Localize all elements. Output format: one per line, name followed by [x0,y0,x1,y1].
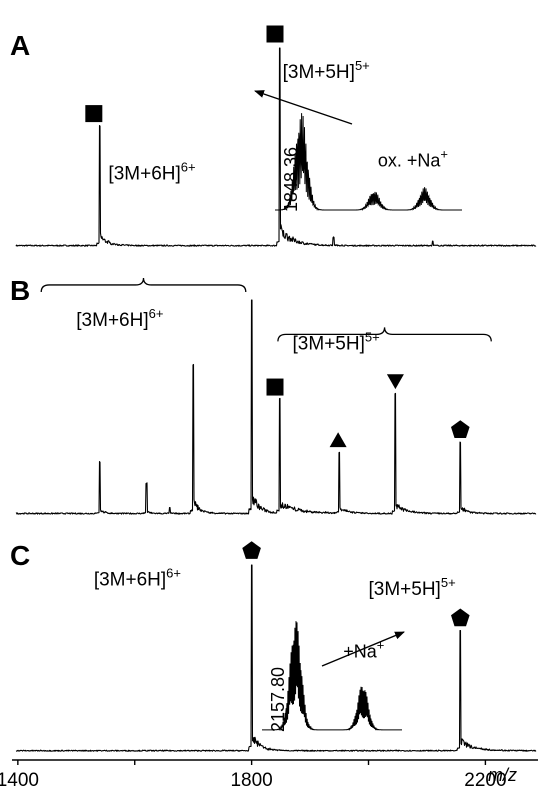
panel-letter-a: A [10,30,30,61]
peak-marker-pentagon-0 [242,541,261,559]
peak-marker-pentagon-1 [451,608,470,627]
inset-mz-label: 1848.36 [281,147,301,212]
peak-marker-square-1 [266,25,284,43]
x-tick-label: 1800 [230,770,272,791]
inset-arrow [254,90,353,125]
x-tick-label: 2200 [464,770,506,791]
spectrum-trace-c [15,564,537,752]
ion-label-c-1: [3M+5H]5+ [369,575,456,600]
peak-marker-square-0 [85,105,103,123]
x-axis-label: m/z [488,765,517,785]
ion-label-a-1: [3M+5H]5+ [283,58,370,83]
inset-trace-a [275,113,462,211]
spectrum-trace-b [15,299,537,515]
ion-label-b-1: [3M+5H]5+ [293,329,380,354]
peak-marker-square-0 [266,378,284,396]
ion-label-a-0: [3M+6H]6+ [108,159,195,184]
ion-label-c-0: [3M+6H]6+ [94,566,181,591]
spectrum-trace-a [15,47,537,247]
panel-letter-c: C [10,540,30,571]
inset-arrow [321,631,405,667]
bracket-brace [277,327,492,342]
peak-marker-triangle-down-2 [386,374,404,390]
ion-label-b-0: [3M+6H]6+ [76,306,163,331]
inset-trace-c [262,621,402,732]
bracket-brace [40,277,247,292]
peak-marker-pentagon-3 [451,420,470,438]
inset-mz-label: 2157.80 [268,667,288,732]
x-tick-label: 1400 [0,770,39,791]
panel-letter-b: B [10,275,30,306]
inset-annotation: +Na+ [343,638,384,662]
inset-annotation: ox. +Na+ [378,146,448,170]
peak-marker-triangle-up-1 [329,432,347,448]
